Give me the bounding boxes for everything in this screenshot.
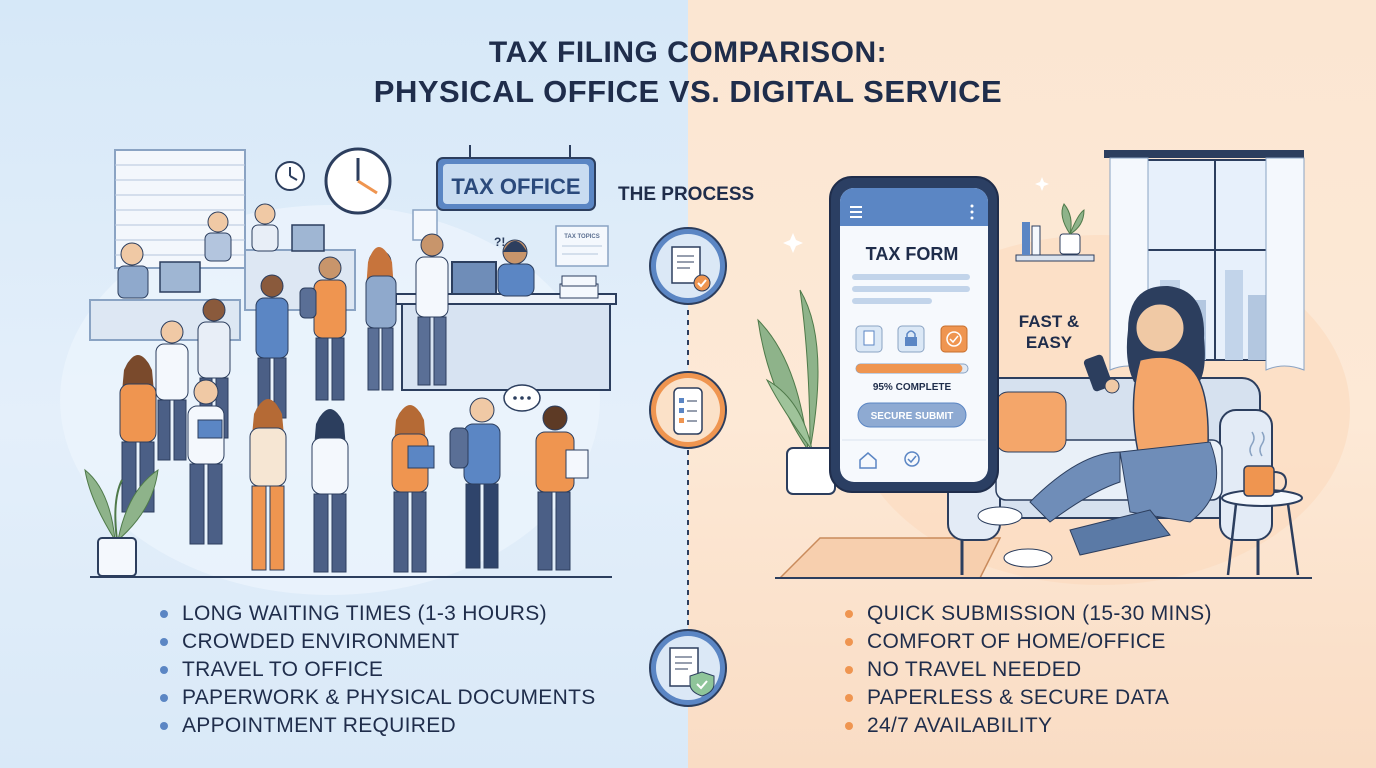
- bullet-dot-icon: [160, 694, 168, 702]
- list-item: NO TRAVEL NEEDED: [845, 656, 1212, 684]
- list-item: CROWDED ENVIRONMENT: [160, 628, 596, 656]
- side-table: [1221, 489, 1303, 576]
- home-icon[interactable]: [859, 452, 877, 469]
- lock-icon[interactable]: [897, 325, 925, 353]
- secure-submit-label: SECURE SUBMIT: [871, 411, 954, 422]
- bullet-dot-icon: [845, 666, 853, 674]
- coffee-mug-icon: [1243, 431, 1288, 497]
- list-item: PAPERWORK & PHYSICAL DOCUMENTS: [160, 684, 596, 712]
- tax-office-sign: TAX OFFICE: [436, 145, 596, 211]
- digital-service-benefits: QUICK SUBMISSION (15-30 MINS) COMFORT OF…: [845, 600, 1212, 740]
- waiting-people: [119, 233, 589, 573]
- list-item: PAPERLESS & SECURE DATA: [845, 684, 1212, 712]
- physical-office-drawbacks: LONG WAITING TIMES (1-3 HOURS) CROWDED E…: [160, 600, 596, 740]
- fast-easy-label: FAST & EASY: [1012, 311, 1086, 353]
- list-item: APPOINTMENT REQUIRED: [160, 712, 596, 740]
- sparkle-icon: [783, 233, 803, 253]
- phone-mockup: TAX FORM 95% COMPLETE SECURE SUBMIT: [829, 176, 999, 493]
- potted-plant-left: [84, 468, 159, 577]
- process-timeline: [649, 227, 727, 707]
- list-item: TRAVEL TO OFFICE: [160, 656, 596, 684]
- bullet-dot-icon: [160, 610, 168, 618]
- secure-submit-button[interactable]: SECURE SUBMIT: [857, 402, 967, 428]
- speech-bubble-icon: [503, 384, 541, 412]
- check-icon[interactable]: [940, 325, 968, 353]
- rug: [778, 537, 1002, 579]
- document-icon[interactable]: [855, 325, 883, 353]
- progress-bar: [855, 363, 969, 374]
- tax-topics-poster: TAX TOPICS: [555, 225, 609, 267]
- tax-topics-text: TAX TOPICS: [564, 234, 599, 240]
- process-label: THE PROCESS: [618, 184, 755, 205]
- page-title-line-1: TAX FILING COMPARISON:: [488, 36, 888, 69]
- sparkle-icon: [1035, 177, 1049, 191]
- wall-shelf: [1015, 203, 1095, 262]
- list-item: QUICK SUBMISSION (15-30 MINS): [845, 600, 1212, 628]
- wall-clock-icon: [324, 147, 392, 215]
- potted-plant-right: [757, 289, 836, 495]
- bullet-dot-icon: [845, 638, 853, 646]
- woman-with-phone: [977, 285, 1218, 568]
- fast-label-line-1: FAST &: [1018, 312, 1080, 331]
- menu-icon[interactable]: [850, 206, 862, 218]
- tax-form-title: TAX FORM: [866, 244, 959, 264]
- document-check-icon: [649, 227, 727, 305]
- document-shield-icon: [649, 629, 727, 707]
- bullet-dot-icon: [160, 638, 168, 646]
- office-scene: TAX OFFICE TAX TOPICS: [60, 145, 617, 595]
- page-title-line-2: PHYSICAL OFFICE VS. DIGITAL SERVICE: [373, 74, 1003, 109]
- progress-fill: [856, 364, 963, 373]
- phone-checklist-icon: [649, 371, 727, 449]
- svg-text:?!: ?!: [494, 235, 505, 249]
- bullet-dot-icon: [845, 694, 853, 702]
- list-item: 24/7 AVAILABILITY: [845, 712, 1212, 740]
- bullet-dot-icon: [845, 610, 853, 618]
- bullet-dot-icon: [845, 722, 853, 730]
- window: [1104, 150, 1305, 371]
- list-item: LONG WAITING TIMES (1-3 HOURS): [160, 600, 596, 628]
- bullet-dot-icon: [160, 666, 168, 674]
- fast-label-line-2: EASY: [1025, 333, 1073, 352]
- progress-label: 95% COMPLETE: [873, 382, 952, 393]
- more-options-icon[interactable]: [970, 204, 974, 220]
- list-item: COMFORT OF HOME/OFFICE: [845, 628, 1212, 656]
- bullet-dot-icon: [160, 722, 168, 730]
- small-clock-icon: [275, 161, 305, 191]
- check-circle-icon[interactable]: [904, 451, 920, 467]
- tax-office-sign-text: TAX OFFICE: [451, 174, 580, 199]
